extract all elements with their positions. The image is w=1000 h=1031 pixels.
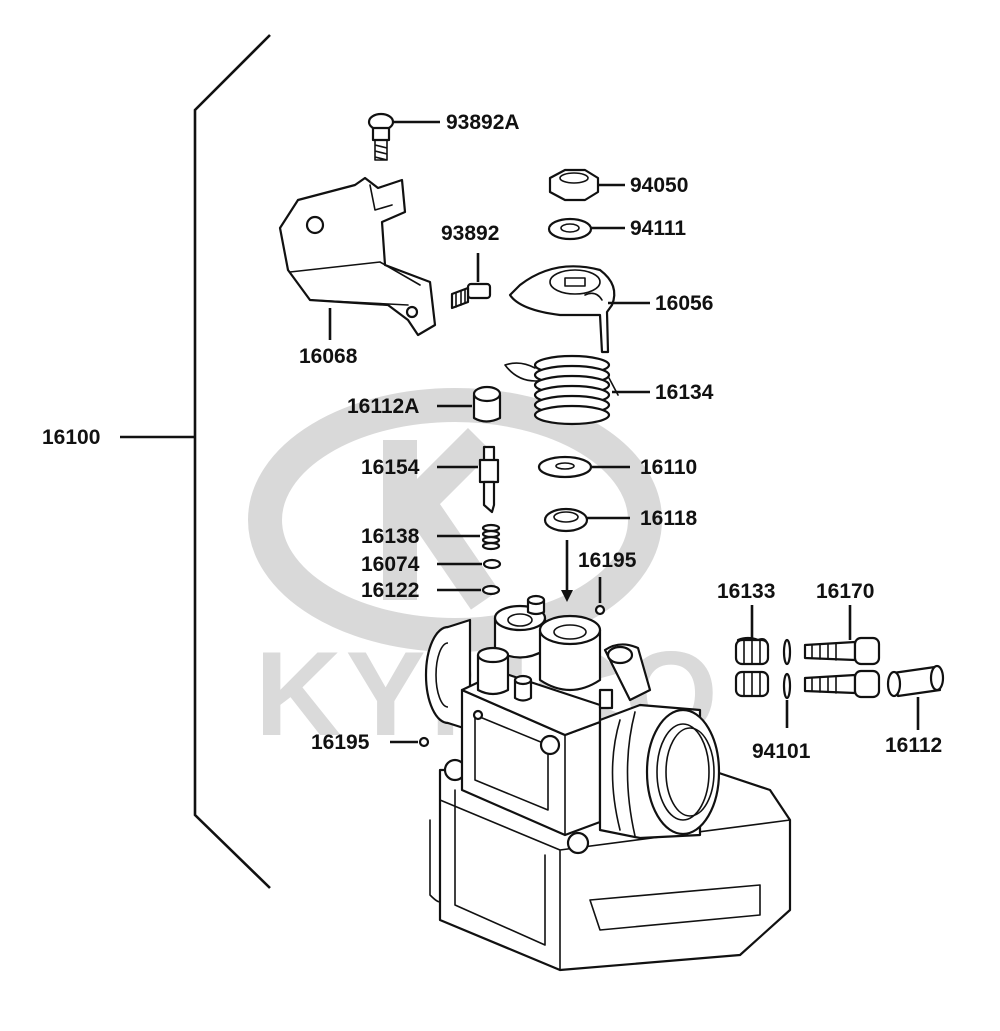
oring-16122 [481, 584, 501, 596]
label-94111: 94111 [630, 217, 686, 240]
springs-16133 [734, 636, 770, 698]
label-16118: 16118 [640, 507, 698, 530]
plug-16195-top [594, 577, 606, 616]
label-16134: 16134 [655, 381, 714, 404]
seal-16118 [543, 507, 589, 533]
label-16195-top: 16195 [578, 549, 637, 572]
label-16056: 16056 [655, 292, 713, 315]
label-16195-side: 16195 [311, 731, 370, 754]
oring-16074 [482, 558, 502, 570]
label-16133: 16133 [717, 580, 775, 603]
cap-16112A [472, 385, 502, 423]
label-16100: 16100 [42, 426, 100, 449]
screws-16170 [803, 636, 881, 699]
label-16122: 16122 [361, 579, 419, 602]
assembly-bracket [120, 34, 271, 889]
spring-16134 [504, 354, 619, 426]
orings-94101 [782, 638, 792, 700]
label-16154: 16154 [361, 456, 420, 479]
washer-16110 [537, 455, 593, 479]
label-16138: 16138 [361, 525, 420, 548]
insert-arrow [561, 540, 573, 602]
plug-16195-side [390, 736, 430, 748]
label-94050: 94050 [630, 174, 688, 197]
spring-16138 [481, 523, 501, 551]
label-94101: 94101 [752, 740, 811, 763]
nut-94050 [548, 168, 600, 202]
label-93892A: 93892A [446, 111, 520, 134]
label-16112: 16112 [885, 734, 942, 757]
washer-94111 [547, 217, 593, 241]
cap-16112 [886, 664, 945, 698]
label-16110: 16110 [640, 456, 697, 479]
carburetor-body [424, 594, 792, 972]
label-16170: 16170 [816, 580, 874, 603]
cam-16056 [508, 265, 616, 354]
bracket-16068 [278, 176, 437, 337]
label-93892: 93892 [441, 222, 499, 245]
label-16112A: 16112A [347, 395, 419, 418]
screw-93892A [367, 112, 395, 161]
pin-16154 [478, 445, 500, 514]
screw-93892 [450, 282, 492, 310]
label-16068: 16068 [299, 345, 358, 368]
label-16074: 16074 [361, 553, 420, 576]
